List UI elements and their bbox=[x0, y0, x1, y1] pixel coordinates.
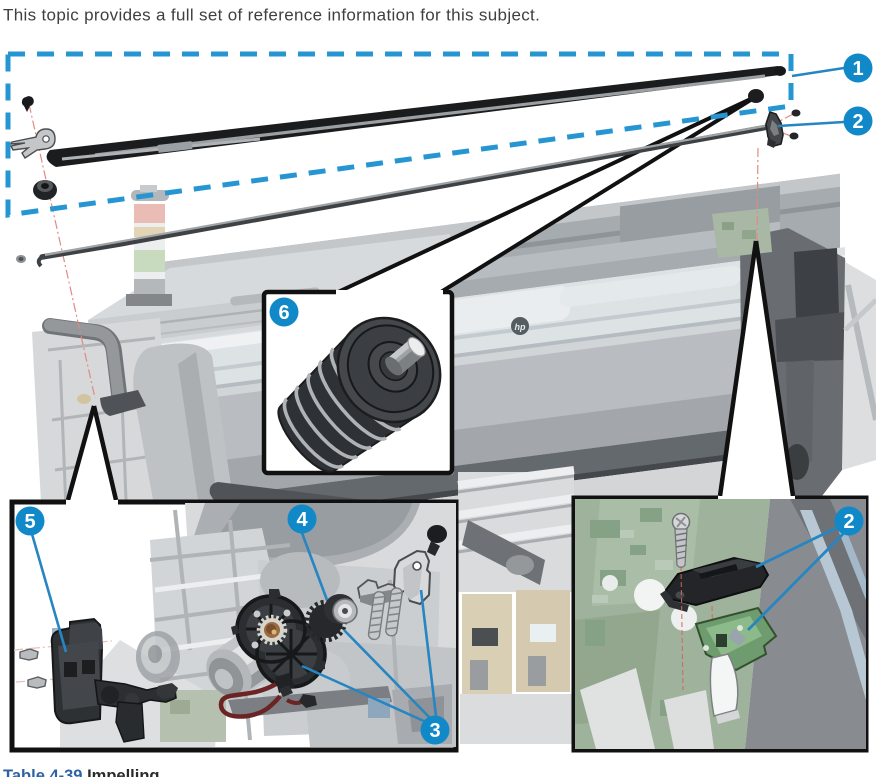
svg-text:1: 1 bbox=[852, 58, 863, 80]
svg-text:6: 6 bbox=[278, 302, 289, 324]
svg-text:This topic provides a full set: This topic provides a full set of refere… bbox=[3, 6, 540, 25]
svg-text:hp: hp bbox=[515, 322, 526, 332]
svg-text:2: 2 bbox=[843, 511, 854, 533]
svg-text:2: 2 bbox=[852, 111, 863, 133]
svg-text:Table 4-39 Impelling: Table 4-39 Impelling bbox=[3, 767, 160, 777]
svg-text:4: 4 bbox=[296, 509, 308, 531]
svg-text:3: 3 bbox=[429, 720, 440, 742]
svg-text:5: 5 bbox=[24, 511, 35, 533]
